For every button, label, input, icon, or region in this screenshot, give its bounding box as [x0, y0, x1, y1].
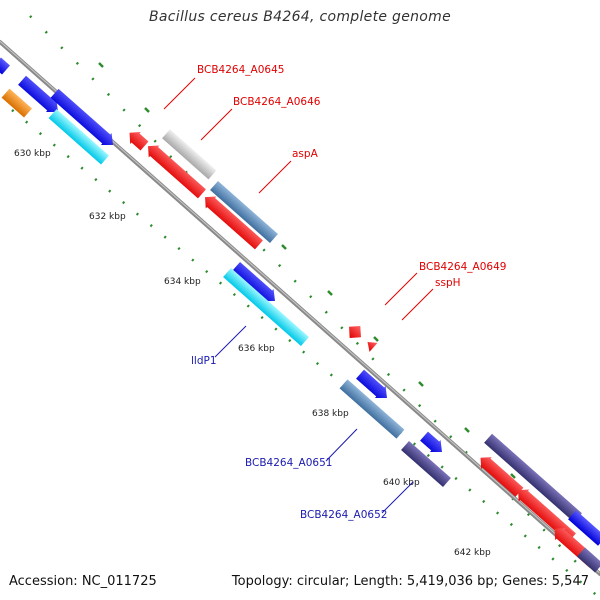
genome-title: Bacillus cereus B4264, complete genome — [148, 9, 452, 25]
gene-arrow-forward-1 — [18, 75, 58, 113]
leader-a0652 — [381, 481, 414, 514]
leader-a0649 — [384, 272, 418, 306]
leader-a0651 — [325, 428, 358, 462]
gene-label-bcb4264-a0645: BCB4264_A0645 — [197, 64, 284, 76]
leader-ssph — [401, 288, 434, 321]
tick-label-630: 630 kbp — [14, 149, 51, 159]
gene-arrow-forward-2 — [50, 88, 113, 146]
gene-arrow-forward-4 — [356, 369, 387, 399]
gene-arrow-purple-3 — [577, 547, 600, 573]
gene-arrow-orange-1 — [1, 88, 32, 118]
gene-arrow-forward-5 — [420, 431, 442, 453]
tick-label-632: 632 kbp — [89, 212, 126, 222]
leader-a0645 — [163, 77, 196, 110]
tick-label-642: 642 kbp — [454, 548, 491, 558]
label-leaders — [163, 77, 434, 514]
gene-arrow-reverse-small-2 — [349, 326, 361, 338]
gene-arrow-reverse-small-1 — [129, 132, 149, 151]
gene-label-ssph: sspH — [435, 277, 461, 289]
inner-dot-track — [11, 109, 600, 599]
leader-lldp1 — [214, 325, 247, 358]
gene-labels: BCB4264_A0645 BCB4264_A0646 aspA BCB4264… — [191, 64, 506, 521]
tick-label-640: 640 kbp — [383, 478, 420, 488]
gene-label-bcb4264-a0646: BCB4264_A0646 — [233, 96, 321, 108]
accession-text: Accession: NC_011725 — [9, 574, 157, 589]
gene-arrows — [0, 57, 600, 573]
gene-arrow-cyan-2 — [223, 268, 309, 346]
tick-labels: 630 kbp 632 kbp 634 kbp 636 kbp 638 kbp … — [14, 149, 491, 558]
gene-arrow-reverse-small-3 — [367, 342, 378, 352]
gene-arrow-gray-1 — [162, 129, 217, 180]
gene-label-lldp1: lldP1 — [191, 355, 217, 367]
genome-summary-text: Topology: circular; Length: 5,419,036 bp… — [231, 574, 589, 589]
gene-arrow-reverse-4 — [480, 457, 524, 497]
leader-aspa — [258, 160, 292, 194]
gene-arrow-steel-1 — [210, 181, 278, 243]
gene-arrow-reverse-3 — [205, 196, 263, 250]
gene-label-bcb4264-a0649: BCB4264_A0649 — [419, 261, 506, 273]
gene-arrow-reverse-2 — [148, 145, 206, 199]
gene-arrow-purple-2 — [484, 433, 582, 523]
leader-a0646 — [200, 108, 233, 141]
gene-arrow-steel-2 — [339, 379, 405, 439]
gene-arrow-cyan-1 — [48, 109, 109, 165]
gene-arrow-forward-3 — [232, 262, 275, 302]
gene-label-bcb4264-a0651: BCB4264_A0651 — [245, 457, 332, 469]
gene-label-aspa: aspA — [292, 148, 319, 160]
gene-arrow-forward-6 — [568, 510, 600, 546]
gene-arrow-forward-edge-1 — [0, 57, 10, 75]
tick-label-634: 634 kbp — [164, 277, 201, 287]
gene-arrow-purple-1 — [401, 440, 451, 488]
tick-label-636: 636 kbp — [238, 344, 275, 354]
gene-label-bcb4264-a0652: BCB4264_A0652 — [300, 509, 387, 521]
tick-label-638: 638 kbp — [312, 409, 349, 419]
